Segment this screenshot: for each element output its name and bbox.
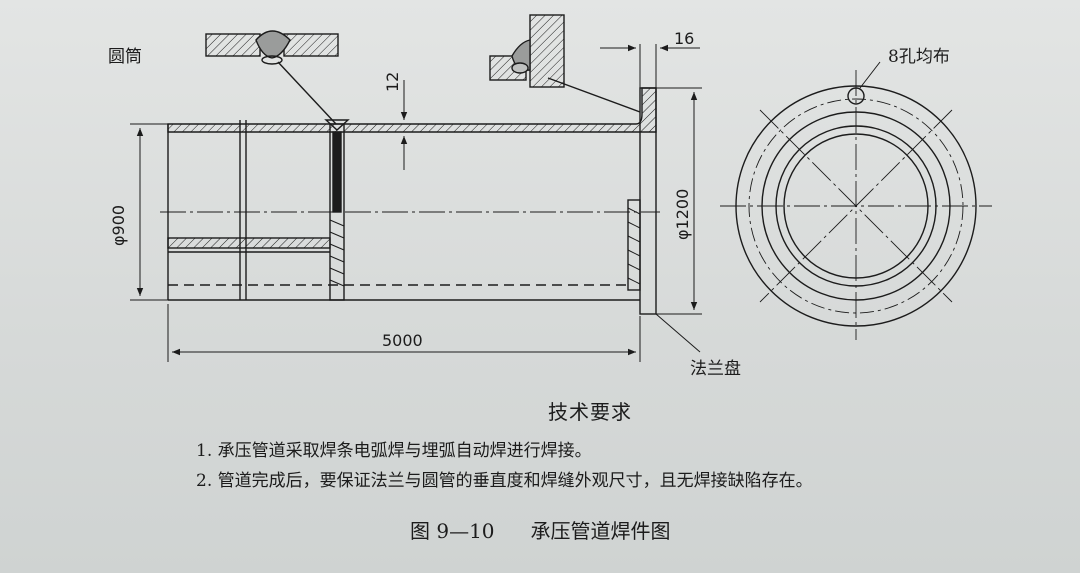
wall-thickness-label: 12	[383, 72, 402, 92]
diameter-1200-label: φ1200	[673, 189, 692, 240]
length-5000-label: 5000	[382, 331, 423, 350]
requirement-item-1: 1. 承压管道采取焊条电弧焊与埋弧自动焊进行焊接。	[196, 441, 592, 461]
flange-thickness-label: 16	[674, 29, 694, 48]
flange-label: 法兰盘	[690, 359, 741, 379]
requirement-item-2: 2. 管道完成后，要保证法兰与圆管的垂直度和焊缝外观尺寸，且无焊接缺陷存在。	[196, 471, 813, 491]
holes-label: 8孔均布	[888, 47, 950, 67]
pipe-side-view	[160, 87, 660, 315]
figure-title: 承压管道焊件图	[530, 519, 671, 543]
fillet-weld-detail	[489, 14, 641, 113]
requirements-title: 技术要求	[548, 400, 632, 424]
butt-weld-detail	[205, 30, 339, 125]
diameter-900-label: φ900	[109, 205, 128, 246]
cylinder-label: 圆筒	[108, 47, 142, 67]
flange-end-view	[720, 61, 992, 340]
figure-number: 图 9—10	[410, 519, 495, 543]
dimension-lines	[130, 44, 702, 362]
figure-caption: 图 9—10 承压管道焊件图	[410, 515, 707, 544]
bolt-hole	[847, 87, 865, 105]
